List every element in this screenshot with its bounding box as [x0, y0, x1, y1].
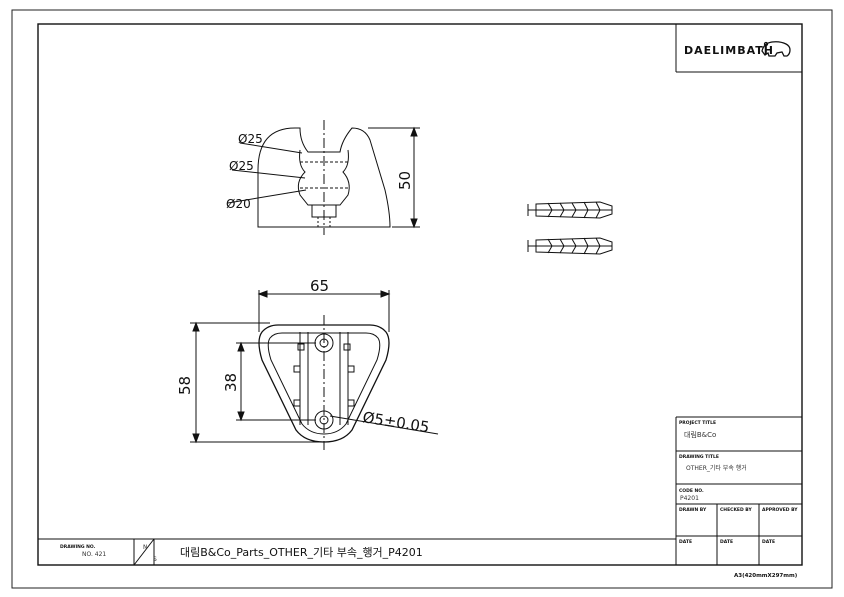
inner-border [37, 23, 803, 566]
dim-height-side: 50 [396, 171, 414, 190]
outer-border [11, 9, 833, 589]
dim-d25-top: Ø25 [238, 132, 263, 146]
title-block [675, 416, 802, 565]
drawing-no-label: DRAWING NO. [60, 544, 96, 550]
scale-s: S [153, 556, 157, 563]
scale-n: N [143, 544, 148, 551]
dim-width: 65 [310, 277, 329, 295]
drawing-title-label: DRAWING TITLE [679, 454, 719, 460]
wall-anchor-top [527, 201, 613, 219]
logo-box: DAELIMBATH [675, 24, 802, 73]
dim-height-front: 58 [176, 376, 194, 395]
front-view [190, 290, 439, 450]
wall-anchor-bottom [527, 237, 613, 255]
bottom-strip [38, 538, 676, 566]
logo-text: DAELIMBATH [684, 44, 774, 57]
drawing-no-value: NO. 421 [82, 551, 106, 558]
code-no-label: CODE NO. [679, 488, 704, 494]
dim-hole-diameter: Ø5±0.05 [361, 408, 430, 436]
code-no-value: P4201 [680, 495, 699, 502]
drawing-title-value: OTHER_기타 부속 행거 [686, 464, 747, 472]
dim-d25-mid: Ø25 [229, 159, 254, 173]
approved-by-label: APPROVED BY [762, 507, 798, 513]
project-title-value: 대림B&Co [684, 431, 716, 439]
drawn-by-label: DRAWN BY [679, 507, 707, 513]
dim-d20: Ø20 [226, 197, 251, 211]
date-label-1: DATE [679, 539, 692, 545]
dim-hole-spacing: 38 [222, 373, 240, 392]
date-label-3: DATE [762, 539, 775, 545]
date-label-2: DATE [720, 539, 733, 545]
paper-size: A3(420mmX297mm) [734, 573, 798, 579]
bear-logo-icon [761, 41, 791, 57]
project-title-label: PROJECT TITLE [679, 420, 716, 426]
file-title: 대림B&Co_Parts_OTHER_기타 부속_행거_P4201 [180, 546, 423, 559]
side-view [227, 120, 420, 235]
checked-by-label: CHECKED BY [720, 507, 752, 513]
